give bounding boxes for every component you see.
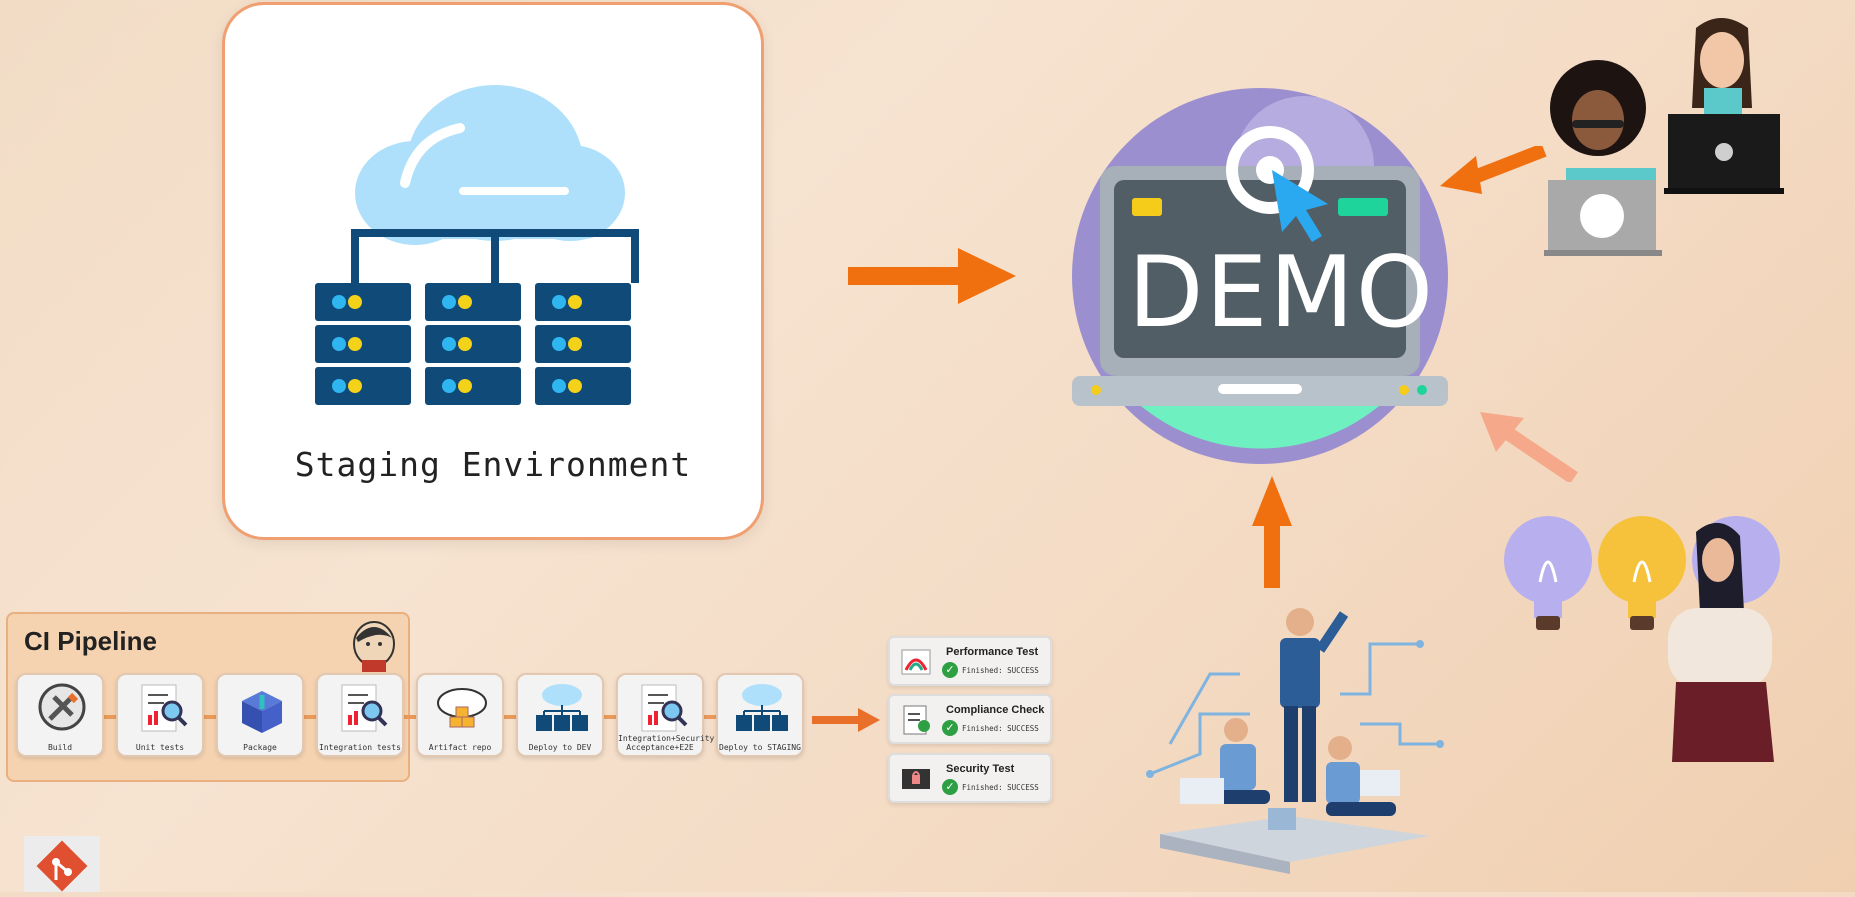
- server-unit: [535, 283, 631, 321]
- pipeline-connector: [104, 715, 116, 719]
- server-light: [332, 295, 346, 309]
- server-unit: [535, 325, 631, 363]
- server-light: [552, 379, 566, 393]
- server-light: [568, 337, 582, 351]
- arrow-right-small-icon: [812, 708, 880, 732]
- stage-icon: [341, 684, 388, 732]
- pipeline-connector: [504, 715, 516, 719]
- server-unit: [315, 283, 411, 321]
- check-icon: ✓: [942, 779, 958, 795]
- result-title: Compliance Check: [946, 704, 1045, 716]
- stage-label: Deploy to DEV: [528, 743, 592, 752]
- pipeline-connector: [704, 715, 716, 719]
- stage-icon: [141, 684, 188, 732]
- ideas-bulbs-icon: [1504, 516, 1780, 762]
- pipeline-stage: Integration+Security Acceptance+E2E: [616, 673, 715, 757]
- stage-label: Artifact repo: [428, 743, 492, 752]
- server-unit: [425, 283, 521, 321]
- stage-icon: [437, 688, 487, 728]
- stage-icon: [38, 683, 86, 731]
- staging-environment-card: Staging Environment: [222, 2, 764, 540]
- check-icon: ✓: [942, 720, 958, 736]
- server-light: [552, 337, 566, 351]
- stage-icon: [641, 684, 688, 732]
- server-light: [568, 379, 582, 393]
- demo-laptop-icon: [1072, 88, 1448, 464]
- server-light: [568, 295, 582, 309]
- pipeline-stage: Package: [216, 673, 304, 757]
- result-status: Finished: SUCCESS: [962, 783, 1039, 792]
- server-unit: [425, 367, 521, 405]
- pipeline-stage: Unit tests: [116, 673, 204, 757]
- server-unit: [315, 367, 411, 405]
- server-light: [552, 295, 566, 309]
- server-light: [348, 295, 362, 309]
- pipeline-stage: Deploy to DEV: [516, 673, 604, 757]
- pipeline-stage: Artifact repo: [416, 673, 504, 757]
- server-light: [442, 295, 456, 309]
- pipeline-stage: Deploy to STAGING: [716, 673, 804, 757]
- jenkins-icon: [353, 621, 395, 672]
- stage-label: Integration tests: [319, 743, 401, 752]
- pipeline-connector: [604, 715, 616, 719]
- performance-icon: [901, 649, 931, 675]
- server-unit: [315, 325, 411, 363]
- stage-icon: [242, 691, 282, 733]
- stage-icon: [736, 684, 788, 731]
- server-light: [348, 337, 362, 351]
- arrow-up-left-icon: [1480, 412, 1578, 482]
- server-light: [442, 379, 456, 393]
- security-icon: [902, 769, 930, 789]
- people-with-laptops-icon: [1544, 18, 1784, 256]
- server-light: [348, 379, 362, 393]
- server-light: [458, 295, 472, 309]
- server-unit: [535, 367, 631, 405]
- stage-label: Package: [243, 743, 277, 752]
- result-status: Finished: SUCCESS: [962, 666, 1039, 675]
- staging-environment-label: Staging Environment: [294, 445, 692, 484]
- stage-label: Build: [47, 743, 73, 752]
- stage-label: Integration+Security Acceptance+E2E: [618, 734, 715, 752]
- arrow-up-icon: [1252, 476, 1292, 588]
- server-unit: [425, 325, 521, 363]
- result-card: Performance Test ✓ Finished: SUCCESS: [888, 636, 1052, 686]
- arrow-left-icon: [1440, 146, 1547, 194]
- server-light: [332, 337, 346, 351]
- stage-icon: [536, 684, 588, 731]
- result-title: Security Test: [946, 763, 1015, 775]
- git-logo-tile: [24, 836, 100, 892]
- stage-label: Unit tests: [135, 743, 185, 752]
- server-light: [442, 337, 456, 351]
- check-icon: ✓: [942, 662, 958, 678]
- pipeline-stage: Build: [16, 673, 104, 757]
- pipeline-stage: Integration tests: [316, 673, 404, 757]
- stage-label: Deploy to STAGING: [719, 743, 801, 752]
- result-status: Finished: SUCCESS: [962, 724, 1039, 733]
- cloud-server-icon: [315, 85, 639, 405]
- pipeline-connector: [204, 715, 216, 719]
- server-light: [458, 337, 472, 351]
- arrow-right-icon: [848, 248, 1016, 304]
- demo-label: DEMO: [1128, 236, 1436, 350]
- result-card: Compliance Check ✓ Finished: SUCCESS: [888, 694, 1052, 744]
- server-light: [332, 379, 346, 393]
- result-card: Security Test ✓ Finished: SUCCESS: [888, 753, 1052, 803]
- result-title: Performance Test: [946, 646, 1039, 658]
- pipeline-connector: [404, 715, 416, 719]
- compliance-icon: [903, 705, 930, 735]
- demo-illustration: DEMO: [1060, 86, 1460, 466]
- server-light: [458, 379, 472, 393]
- team-illustration-icon: [1146, 608, 1444, 874]
- git-icon: [36, 840, 88, 892]
- pipeline-connector: [304, 715, 316, 719]
- ci-pipeline-title: CI Pipeline: [24, 626, 157, 656]
